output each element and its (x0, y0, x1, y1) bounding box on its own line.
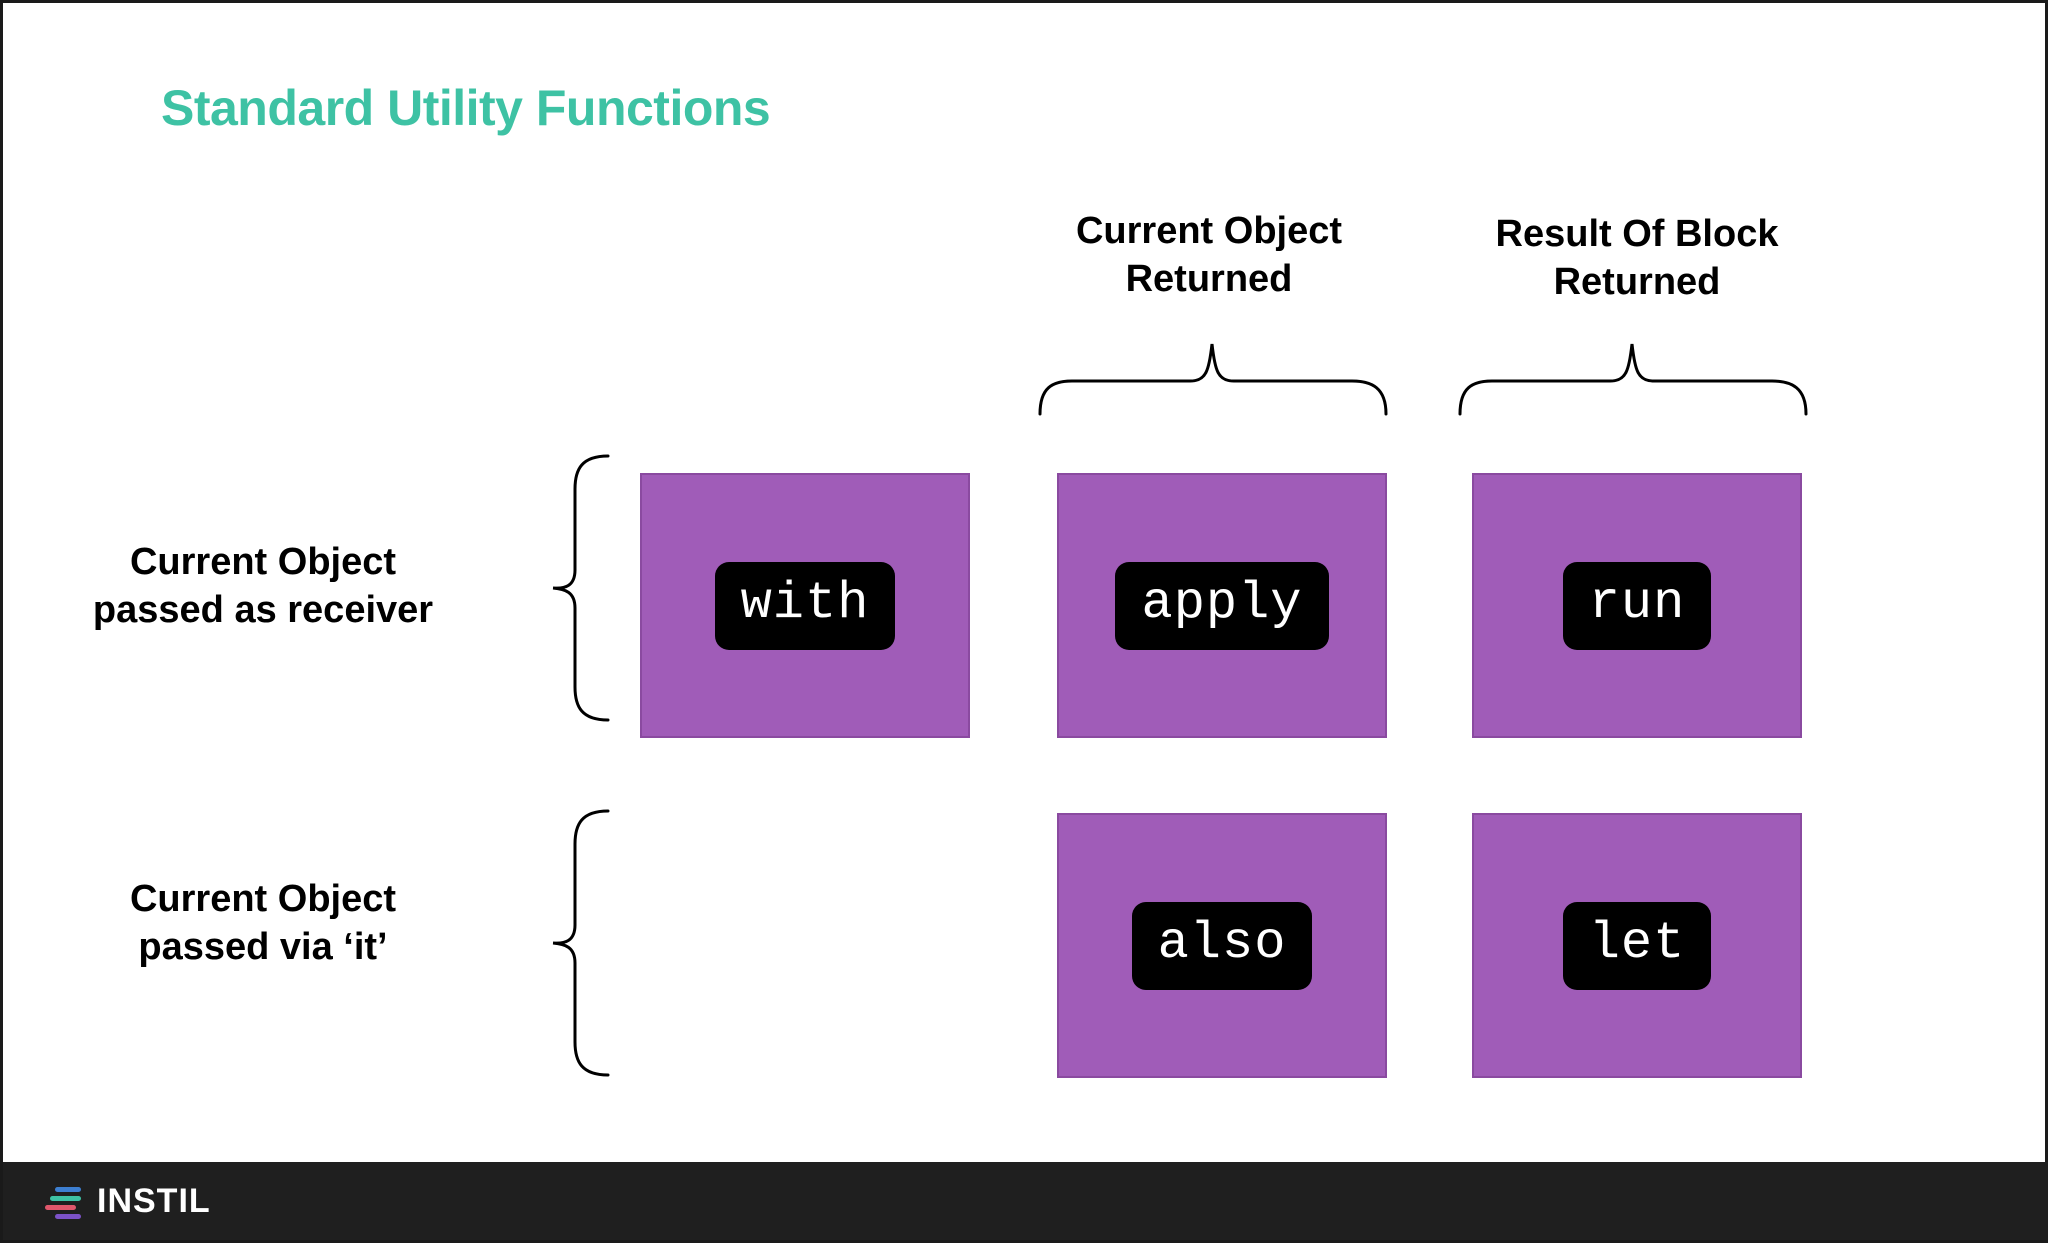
column-header-current-object-returned: Current Object Returned (1019, 208, 1399, 303)
row-label-line1: Current Object (129, 541, 397, 583)
code-chip-let: let (1562, 901, 1712, 990)
instil-logo-icon (45, 1187, 81, 1219)
cell-run[interactable]: run (1472, 473, 1802, 738)
brace-left-icon (552, 454, 610, 722)
cell-apply[interactable]: apply (1057, 473, 1387, 738)
brand-name: INSTIL (97, 1181, 211, 1220)
column-header-line2: Returned (1553, 260, 1721, 303)
brace-left-icon (552, 809, 610, 1077)
row-label-line2: passed via ‘it’ (138, 926, 388, 969)
code-chip-apply: apply (1115, 561, 1329, 650)
row-label-line1: Current Object (129, 878, 397, 920)
brace-top-icon (1458, 343, 1808, 416)
column-header-result-of-block-returned: Result Of Block Returned (1437, 211, 1837, 306)
cell-also[interactable]: also (1057, 813, 1387, 1078)
code-chip-also: also (1131, 901, 1313, 990)
column-header-line1: Result Of Block (1495, 213, 1779, 255)
page-title: Standard Utility Functions (161, 80, 771, 136)
cell-with[interactable]: with (640, 473, 970, 738)
cell-let[interactable]: let (1472, 813, 1802, 1078)
column-header-line1: Current Object (1075, 210, 1343, 252)
column-header-line2: Returned (1125, 257, 1293, 300)
footer-bar: INSTIL (3, 1162, 2048, 1240)
row-label-line2: passed as receiver (92, 589, 434, 632)
code-chip-run: run (1562, 561, 1712, 650)
brace-top-icon (1038, 343, 1388, 416)
code-chip-with: with (714, 561, 896, 650)
row-label-passed-as-receiver: Current Object passed as receiver (13, 538, 513, 635)
row-label-passed-via-it: Current Object passed via ‘it’ (13, 875, 513, 972)
